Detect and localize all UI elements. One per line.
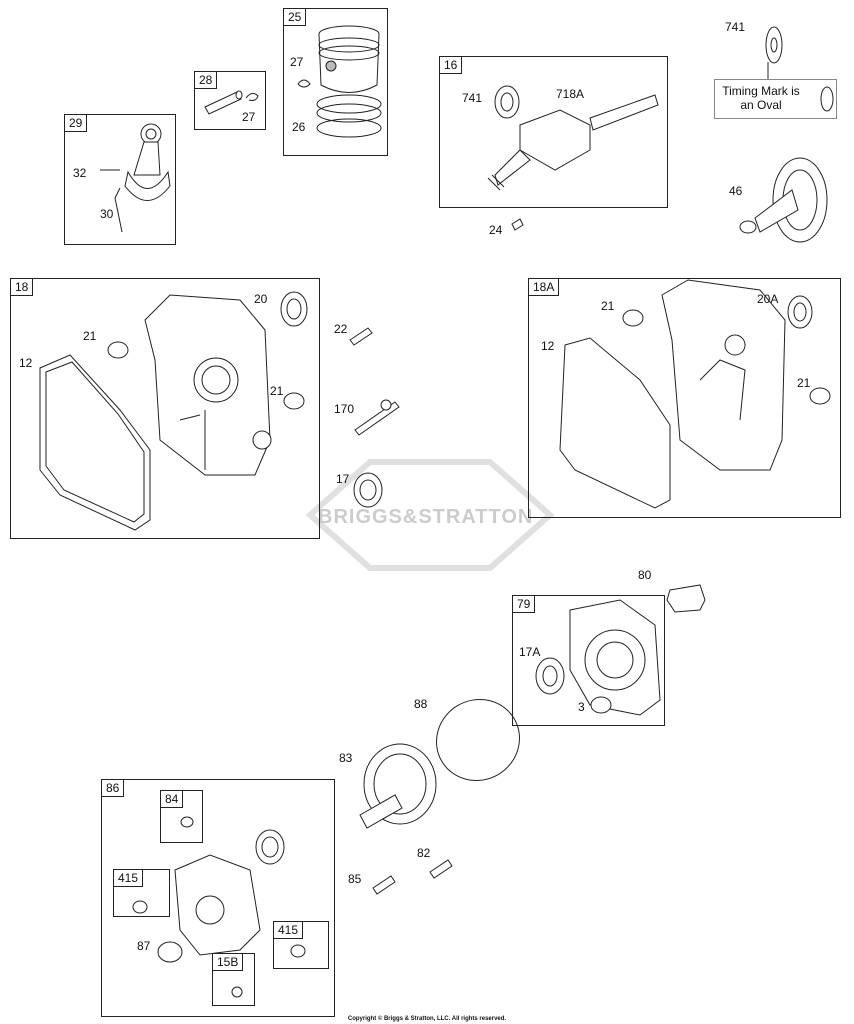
assembly-box-25: 25 — [283, 8, 388, 156]
assembly-box-28: 28 — [194, 71, 266, 130]
part-label-12: 12 — [19, 356, 33, 370]
part-label-21: 21 — [270, 384, 284, 398]
assembly-number: 415 — [273, 921, 304, 939]
assembly-number: 415 — [113, 869, 144, 887]
assembly-box-18: 18 — [10, 278, 320, 539]
part-label-80: 80 — [638, 568, 652, 582]
assembly-box-29: 29 — [64, 114, 176, 245]
crankshaft-drawing — [487, 85, 659, 191]
part-label-20a: 20A — [757, 292, 779, 306]
part-label-21: 21 — [601, 299, 615, 313]
part-label-741: 741 — [725, 20, 746, 34]
part-label-32: 32 — [73, 166, 87, 180]
gasket-drawing — [666, 584, 706, 613]
cam-gear-detail-drawing — [765, 26, 783, 80]
watermark-text: BRIGGS&STRATTON — [318, 506, 534, 528]
assembly-box-16: 16 — [439, 56, 668, 208]
part-label-741: 741 — [462, 91, 483, 105]
timing-mark-note: Timing Mark is an Oval — [714, 79, 837, 119]
part-label-30: 30 — [100, 207, 114, 221]
assembly-number: 86 — [101, 779, 125, 797]
part-label-17a: 17A — [519, 645, 541, 659]
part-label-12: 12 — [541, 339, 555, 353]
gear-housing-drawing — [535, 599, 661, 716]
assembly-box-415-right: 415 — [273, 921, 329, 969]
assembly-box-15b: 15B — [212, 953, 255, 1006]
assembly-box-86: 86 — [101, 779, 335, 1017]
assembly-number: 25 — [283, 8, 307, 26]
camshaft-drawing — [739, 157, 828, 243]
part-label-20: 20 — [254, 292, 268, 306]
part-label-82: 82 — [417, 846, 431, 860]
assembly-number: 29 — [64, 114, 88, 132]
drive-shaft-drawing — [359, 743, 437, 829]
part-label-718a: 718A — [556, 87, 585, 101]
copyright-notice: Copyright © Briggs & Stratton, LLC. All … — [347, 1016, 507, 1022]
key-drawing — [511, 218, 524, 231]
crankcase-cover-alt-drawing — [559, 279, 831, 509]
part-label-24: 24 — [489, 223, 503, 237]
assembly-number: 16 — [439, 56, 463, 74]
part-label-46: 46 — [729, 184, 743, 198]
assembly-number: 18A — [528, 278, 560, 296]
bolts-center-drawing — [349, 327, 400, 508]
assembly-box-84: 84 — [160, 790, 203, 843]
bolt-drawing-2 — [372, 875, 396, 895]
connecting-rod-drawing — [100, 123, 171, 233]
bolt-drawing — [429, 859, 453, 879]
assembly-number: 79 — [512, 595, 536, 613]
piston-pin-drawing — [204, 90, 259, 115]
part-label-170: 170 — [334, 402, 355, 416]
piston-drawing — [297, 25, 382, 138]
part-label-21: 21 — [83, 329, 97, 343]
assembly-number: 18 — [10, 278, 34, 296]
part-label-26: 26 — [292, 120, 306, 134]
o-ring-drawing — [435, 698, 521, 782]
crankcase-cover-drawing — [39, 291, 308, 531]
part-label-17: 17 — [336, 472, 350, 486]
assembly-box-18a: 18A — [528, 278, 841, 518]
end-cover-drawing — [132, 816, 306, 998]
part-label-83: 83 — [339, 751, 353, 765]
assembly-number: 84 — [160, 790, 184, 808]
watermark-logo — [305, 459, 555, 571]
part-label-27: 27 — [242, 110, 256, 124]
assembly-number: 15B — [212, 953, 244, 971]
part-label-87: 87 — [137, 939, 151, 953]
part-label-88: 88 — [414, 697, 428, 711]
timing-mark-note-text: Timing Mark is an Oval — [722, 84, 800, 112]
part-label-21: 21 — [797, 376, 811, 390]
part-label-27: 27 — [290, 55, 304, 69]
assembly-box-415-left: 415 — [113, 869, 170, 917]
assembly-box-79: 79 — [512, 595, 665, 726]
part-label-22: 22 — [334, 322, 348, 336]
part-label-3: 3 — [578, 700, 585, 714]
part-label-85: 85 — [348, 872, 362, 886]
assembly-number: 28 — [194, 71, 218, 89]
